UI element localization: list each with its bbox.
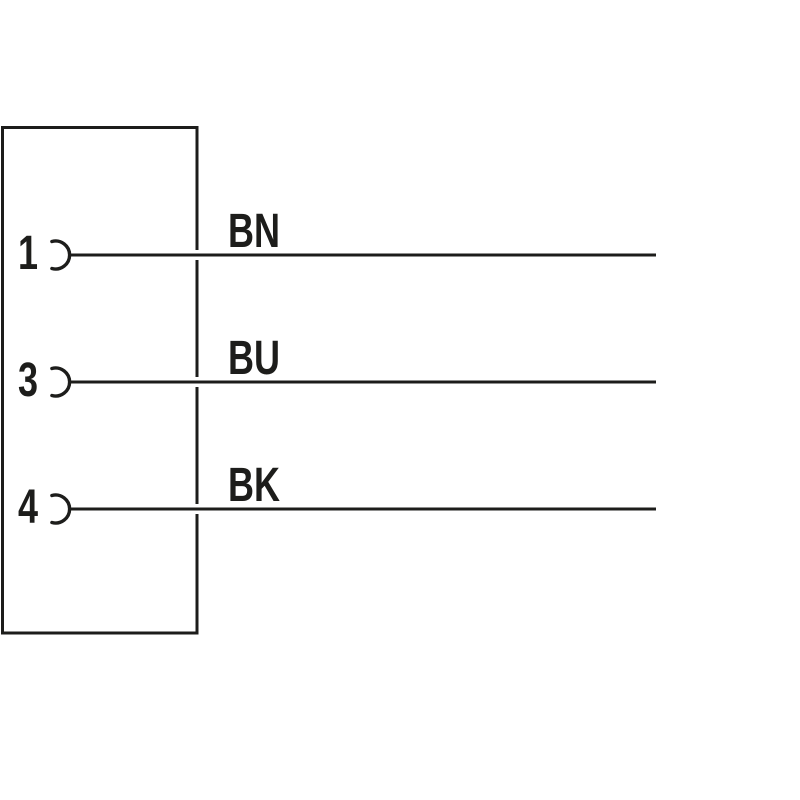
pin-1-group: 1 BN <box>18 204 656 279</box>
pin-1-socket-contact-icon <box>50 239 72 271</box>
pin-3-wire-color-label: BU <box>228 331 280 384</box>
pin-1-number: 1 <box>18 226 38 279</box>
pin-1-wire-color-label: BN <box>228 204 280 257</box>
pin-3-socket-contact-icon <box>50 366 72 398</box>
pin-3-number: 3 <box>18 353 38 406</box>
pin-4-wire-color-label: BK <box>228 458 280 511</box>
connector-body <box>1 126 199 635</box>
pin-4-socket-contact-icon <box>50 493 72 525</box>
pin-4-group: 4 BK <box>18 458 656 533</box>
pin-3-group: 3 BU <box>18 331 656 406</box>
pin-4-number: 4 <box>18 480 38 533</box>
